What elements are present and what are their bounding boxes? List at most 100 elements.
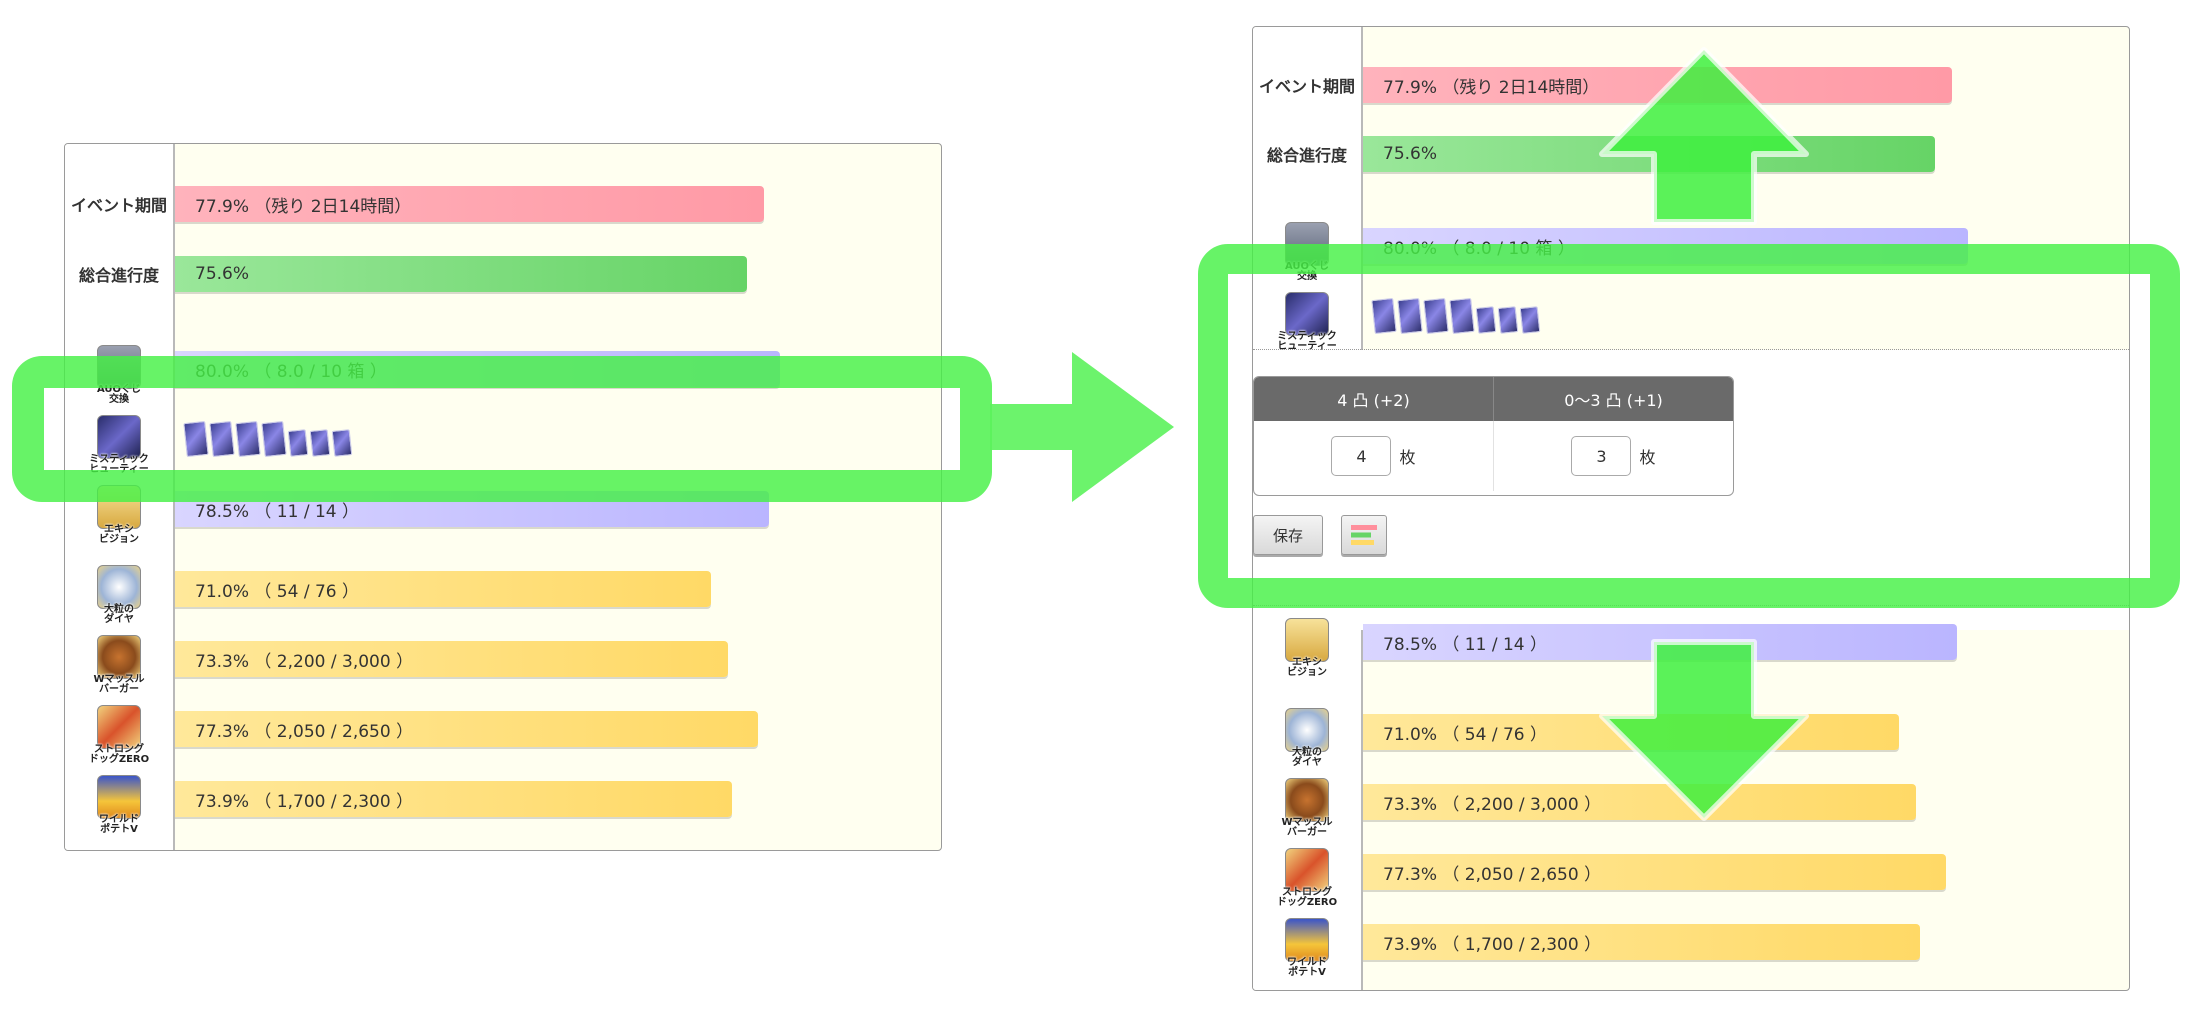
potato-icon: ワイルド ポテトV (1285, 918, 1329, 978)
card-count-table: 4 凸 (+2) 0～3 凸 (+1) 枚 枚 (1253, 376, 1734, 496)
card-count-header: 4 凸 (+2) 0～3 凸 (+1) (1254, 377, 1733, 421)
lottery-icon-label: AUOくじ 交換 (96, 384, 142, 405)
card-4-break (1423, 297, 1449, 335)
event-period-bar: 77.9% （残り 2日14時間） (1363, 67, 1952, 103)
mystic-icon-label: ミスティック ヒューティー (89, 454, 149, 475)
arrow-right-icon (990, 352, 1174, 502)
diamond-icon: 大粒の ダイヤ (1285, 708, 1329, 768)
card-4-break (1449, 297, 1475, 335)
editor-bottom-divider (1253, 605, 2129, 606)
diamond-icon-label: 大粒の ダイヤ (1292, 747, 1322, 768)
card-0-3-break (1475, 306, 1497, 334)
row-total-progress: 総合進行度 75.6% (1253, 124, 2129, 184)
hotdog-bar: 77.3% （ 2,050 / 2,650 ） (1363, 854, 1946, 890)
total-progress-label: 総合進行度 (78, 266, 159, 285)
burger-icon: Wマッスル バーガー (1281, 778, 1333, 838)
row-event-period: イベント期間 77.9% （残り 2日14時間） (65, 174, 941, 234)
card-stack-before (183, 420, 353, 458)
count-0-3-break-input[interactable] (1571, 436, 1632, 476)
burger-bar: 73.3% （ 2,200 / 3,000 ） (175, 641, 728, 677)
card-4-break (261, 420, 287, 458)
row-exhibition: エキシ ビジョン 78.5% （ 11 / 14 ） (1253, 607, 2129, 678)
event-period-label: イベント期間 (70, 196, 167, 215)
card-4-break (1371, 297, 1397, 335)
bar-chart-icon (1351, 525, 1377, 545)
potato-bar: 73.9% （ 1,700 / 2,300 ） (175, 781, 732, 817)
row-burger: Wマッスル バーガー 73.3% （ 2,200 / 3,000 ） (1253, 767, 2129, 838)
row-lottery: AUOくじ 交換 80.0% （ 8.0 / 10 箱 ） (65, 334, 941, 405)
event-period-label: イベント期間 (1258, 77, 1355, 96)
exhibition-icon: エキシ ビジョン (1285, 618, 1329, 678)
burger-bar: 73.3% （ 2,200 / 3,000 ） (1363, 784, 1916, 820)
editor-top-divider (1253, 349, 2129, 350)
unit-label: 枚 (1399, 448, 1416, 467)
hotdog-bar: 77.3% （ 2,050 / 2,650 ） (175, 711, 758, 747)
diamond-bar: 71.0% （ 54 / 76 ） (175, 571, 711, 607)
exhibition-bar: 78.5% （ 11 / 14 ） (175, 491, 769, 527)
hotdog-icon-label: ストロング ドッグZERO (88, 744, 150, 765)
row-potato: ワイルド ポテトV 73.9% （ 1,700 / 2,300 ） (65, 764, 941, 835)
total-progress-label: 総合進行度 (1266, 146, 1347, 165)
mystic-beauty-icon: ミスティック ヒューティー (89, 415, 149, 475)
hotdog-icon-label: ストロング ドッグZERO (1276, 887, 1338, 908)
lottery-bar: 80.0% （ 8.0 / 10 箱 ） (175, 351, 780, 387)
row-total-progress: 総合進行度 75.6% (65, 244, 941, 304)
card-4-break (209, 420, 235, 458)
row-diamond: 大粒の ダイヤ 71.0% （ 54 / 76 ） (65, 554, 941, 625)
row-hotdog: ストロング ドッグZERO 77.3% （ 2,050 / 2,650 ） (1253, 837, 2129, 908)
card-4-break (183, 420, 209, 458)
row-lottery: AUOくじ 交換 80.0% （ 8.0 / 10 箱 ） (1253, 211, 2129, 282)
card-stack-after (1371, 297, 1541, 335)
progress-panel-after: イベント期間 77.9% （残り 2日14時間） 総合進行度 75.6% AUO… (1252, 26, 2130, 991)
card-count-body: 枚 枚 (1254, 421, 1733, 491)
mystic-icon-label: ミスティック ヒューティー (1277, 331, 1337, 352)
exhibition-icon: エキシ ビジョン (97, 485, 141, 545)
hotdog-icon: ストロング ドッグZERO (89, 705, 149, 765)
event-period-bar: 77.9% （残り 2日14時間） (175, 186, 764, 222)
potato-icon-label: ワイルド ポテトV (99, 814, 139, 835)
progress-panel-before: イベント期間 77.9% （残り 2日14時間） 総合進行度 75.6% AUO… (64, 143, 942, 851)
row-mystic-beauty: ミスティック ヒューティー (65, 404, 941, 475)
exhibition-icon-label: エキシ ビジョン (99, 524, 139, 545)
total-progress-bar: 75.6% (1363, 136, 1935, 172)
lottery-item-icon: AUOくじ 交換 (1285, 222, 1329, 282)
row-diamond: 大粒の ダイヤ 71.0% （ 54 / 76 ） (1253, 697, 2129, 768)
card-0-3-break (331, 429, 353, 457)
burger-icon-label: Wマッスル バーガー (1281, 817, 1333, 838)
mystic-beauty-icon: ミスティック ヒューティー (1277, 292, 1337, 352)
diamond-icon-label: 大粒の ダイヤ (104, 604, 134, 625)
card-0-3-break (309, 429, 331, 457)
col-4-break-header: 4 凸 (+2) (1337, 391, 1410, 410)
diamond-icon: 大粒の ダイヤ (97, 565, 141, 625)
row-burger: Wマッスル バーガー 73.3% （ 2,200 / 3,000 ） (65, 624, 941, 695)
hotdog-icon: ストロング ドッグZERO (1277, 848, 1337, 908)
lottery-icon-label: AUOくじ 交換 (1284, 261, 1330, 282)
card-count-editor: 4 凸 (+2) 0～3 凸 (+1) 枚 枚 保存 (1253, 350, 2129, 630)
lottery-item-icon: AUOくじ 交換 (97, 345, 141, 405)
total-progress-bar: 75.6% (175, 256, 747, 292)
row-mystic-beauty: ミスティック ヒューティー (1253, 281, 2129, 352)
row-event-period: イベント期間 77.9% （残り 2日14時間） (1253, 55, 2129, 115)
col-0-3-break-header: 0～3 凸 (+1) (1493, 377, 1733, 421)
exhibition-icon-label: エキシ ビジョン (1287, 657, 1327, 678)
potato-icon: ワイルド ポテトV (97, 775, 141, 835)
diamond-bar: 71.0% （ 54 / 76 ） (1363, 714, 1899, 750)
potato-icon-label: ワイルド ポテトV (1287, 957, 1327, 978)
row-potato: ワイルド ポテトV 73.9% （ 1,700 / 2,300 ） (1253, 907, 2129, 978)
unit-label: 枚 (1639, 448, 1656, 467)
count-4-break-input[interactable] (1331, 436, 1392, 476)
card-0-3-break (1497, 306, 1519, 334)
burger-icon: Wマッスル バーガー (93, 635, 145, 695)
col-4-break-cell: 枚 (1254, 421, 1493, 491)
card-0-3-break (1519, 306, 1541, 334)
row-hotdog: ストロング ドッグZERO 77.3% （ 2,050 / 2,650 ） (65, 694, 941, 765)
save-button[interactable]: 保存 (1253, 515, 1323, 555)
lottery-bar: 80.0% （ 8.0 / 10 箱 ） (1363, 228, 1968, 264)
burger-icon-label: Wマッスル バーガー (93, 674, 145, 695)
exhibition-bar: 78.5% （ 11 / 14 ） (1363, 624, 1957, 660)
row-exhibition: エキシ ビジョン 78.5% （ 11 / 14 ） (65, 474, 941, 545)
card-4-break (1397, 297, 1423, 335)
card-4-break (235, 420, 261, 458)
col-0-3-break-cell: 枚 (1493, 421, 1733, 491)
chart-toggle-button[interactable] (1341, 515, 1387, 555)
